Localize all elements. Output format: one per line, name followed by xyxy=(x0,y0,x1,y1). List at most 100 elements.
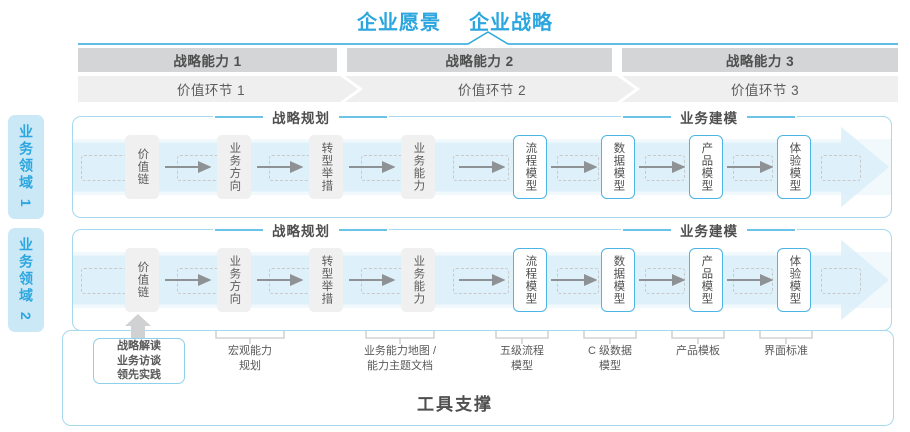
node-label: 数据模型 xyxy=(612,255,625,305)
domain-row-1: 战略规划 业务建模 价值链 业务方向 转型举措 业务能力 xyxy=(72,106,892,218)
tool-line-2: 业务访谈 xyxy=(117,354,161,367)
node-label: 产品模型 xyxy=(700,255,713,305)
section-modeling-label: 业务建模 xyxy=(680,224,738,239)
arrow-right-icon xyxy=(459,274,505,286)
node-label: 产品模型 xyxy=(700,142,713,192)
arrow-right-icon xyxy=(349,274,395,286)
tool-label-line-2: 模型 xyxy=(511,359,533,372)
node-data-model[interactable]: 数据模型 xyxy=(601,248,635,312)
node-label: 体验模型 xyxy=(788,142,801,192)
capability-band-3-label: 战略能力 3 xyxy=(725,54,795,69)
section-title-planning-2: 战略规划 xyxy=(213,219,389,241)
section-planning-label: 战略规划 xyxy=(272,111,330,126)
node-label: 业务方向 xyxy=(228,255,241,305)
value-band-2-label: 价值环节 2 xyxy=(457,83,527,98)
section-title-modeling-2: 业务建模 xyxy=(621,219,797,241)
value-band-3[interactable]: 价值环节 3 xyxy=(622,76,898,102)
node-value-chain[interactable]: 价值链 xyxy=(125,248,159,312)
header-titles: 企业愿景 企业战略 xyxy=(0,6,910,35)
vision-bracket-line xyxy=(78,31,898,45)
node-value-chain[interactable]: 价值链 xyxy=(125,135,159,199)
section-modeling-label: 业务建模 xyxy=(680,111,738,126)
tool-support-title: 工具支撑 xyxy=(417,395,493,414)
value-band-1[interactable]: 价值环节 1 xyxy=(78,76,358,102)
placeholder-dashed xyxy=(821,268,861,294)
capability-band-1-label: 战略能力 1 xyxy=(173,54,242,69)
tool-label-line-1: C 级数据 xyxy=(588,345,632,357)
sidebar-item-domain-1[interactable]: 业务领域 1 xyxy=(8,115,44,219)
rule-left-icon xyxy=(215,229,263,231)
rule-right-icon xyxy=(747,229,795,231)
capability-band-1[interactable]: 战略能力 1 xyxy=(78,48,337,72)
tool-label-capability-map: 业务能力地图 / 能力主题文档 xyxy=(344,344,456,374)
tool-label-product-template: 产品模板 xyxy=(656,344,740,359)
node-transformation-measures[interactable]: 转型举措 xyxy=(309,135,343,199)
node-label: 价值链 xyxy=(136,148,149,186)
node-business-capability[interactable]: 业务能力 xyxy=(401,248,435,312)
arrow-right-icon xyxy=(639,274,685,286)
node-business-direction[interactable]: 业务方向 xyxy=(217,248,251,312)
tool-label-line-1: 界面标准 xyxy=(764,345,808,357)
capability-band-2[interactable]: 战略能力 2 xyxy=(347,48,612,72)
node-label: 数据模型 xyxy=(612,142,625,192)
node-label: 业务能力 xyxy=(412,142,425,192)
rule-left-icon xyxy=(623,229,671,231)
rule-right-icon xyxy=(747,116,795,118)
node-experience-model[interactable]: 体验模型 xyxy=(777,135,811,199)
node-label: 流程模型 xyxy=(524,142,537,192)
domain-1-label: 业务领域 1 xyxy=(18,124,34,210)
tool-label-c-level-data: C 级数据 模型 xyxy=(570,344,650,374)
placeholder-dashed xyxy=(453,268,509,294)
node-label: 业务能力 xyxy=(412,255,425,305)
rule-left-icon xyxy=(215,116,263,118)
arrow-right-icon xyxy=(551,274,597,286)
arrow-right-icon xyxy=(551,161,597,173)
tool-label-ui-standard: 界面标准 xyxy=(744,344,828,359)
node-business-capability[interactable]: 业务能力 xyxy=(401,135,435,199)
tool-label-line-1: 宏观能力 xyxy=(228,345,272,357)
node-process-model[interactable]: 流程模型 xyxy=(513,135,547,199)
node-business-direction[interactable]: 业务方向 xyxy=(217,135,251,199)
value-band-1-label: 价值环节 1 xyxy=(176,83,246,98)
tool-line-3: 领先实践 xyxy=(117,369,161,382)
arrow-right-icon xyxy=(727,274,773,286)
section-planning-label: 战略规划 xyxy=(272,224,330,239)
node-label: 转型举措 xyxy=(320,255,333,305)
arrow-right-icon xyxy=(349,161,395,173)
arrow-right-icon xyxy=(165,161,211,173)
node-data-model[interactable]: 数据模型 xyxy=(601,135,635,199)
placeholder-dashed xyxy=(821,155,861,181)
node-label: 流程模型 xyxy=(524,255,537,305)
section-title-planning-1: 战略规划 xyxy=(213,106,389,128)
node-transformation-measures[interactable]: 转型举措 xyxy=(309,248,343,312)
domain-row-2: 战略规划 业务建模 价值链 业务方向 转型举措 业务能力 流程模型 xyxy=(72,219,892,331)
tool-strategy-interpretation[interactable]: 战略解读 业务访谈 领先实践 xyxy=(93,338,185,384)
node-label: 业务方向 xyxy=(228,142,241,192)
arrow-right-icon xyxy=(459,161,505,173)
rule-left-icon xyxy=(623,116,671,118)
tool-label-line-2: 模型 xyxy=(599,359,621,372)
node-label: 价值链 xyxy=(136,261,149,299)
arrow-right-icon xyxy=(165,274,211,286)
node-product-model[interactable]: 产品模型 xyxy=(689,248,723,312)
tool-label-five-level-process: 五级流程 模型 xyxy=(480,344,564,374)
arrow-right-icon xyxy=(727,161,773,173)
value-band-2[interactable]: 价值环节 2 xyxy=(345,76,635,102)
node-process-model[interactable]: 流程模型 xyxy=(513,248,547,312)
enterprise-vision-title: 企业愿景 xyxy=(357,12,441,34)
tool-support-container xyxy=(62,330,894,426)
node-label: 体验模型 xyxy=(788,255,801,305)
capability-band-3[interactable]: 战略能力 3 xyxy=(622,48,898,72)
section-title-modeling-1: 业务建模 xyxy=(621,106,797,128)
rule-right-icon xyxy=(339,116,387,118)
sidebar-item-domain-2[interactable]: 业务领域 2 xyxy=(8,228,44,332)
tool-label-line-1: 产品模板 xyxy=(676,345,720,357)
placeholder-dashed xyxy=(453,155,509,181)
capability-band-2-label: 战略能力 2 xyxy=(445,54,514,69)
node-label: 转型举措 xyxy=(320,142,333,192)
node-experience-model[interactable]: 体验模型 xyxy=(777,248,811,312)
tool-label-line-2: 规划 xyxy=(239,359,261,372)
placeholder-dashed xyxy=(81,268,131,294)
node-product-model[interactable]: 产品模型 xyxy=(689,135,723,199)
